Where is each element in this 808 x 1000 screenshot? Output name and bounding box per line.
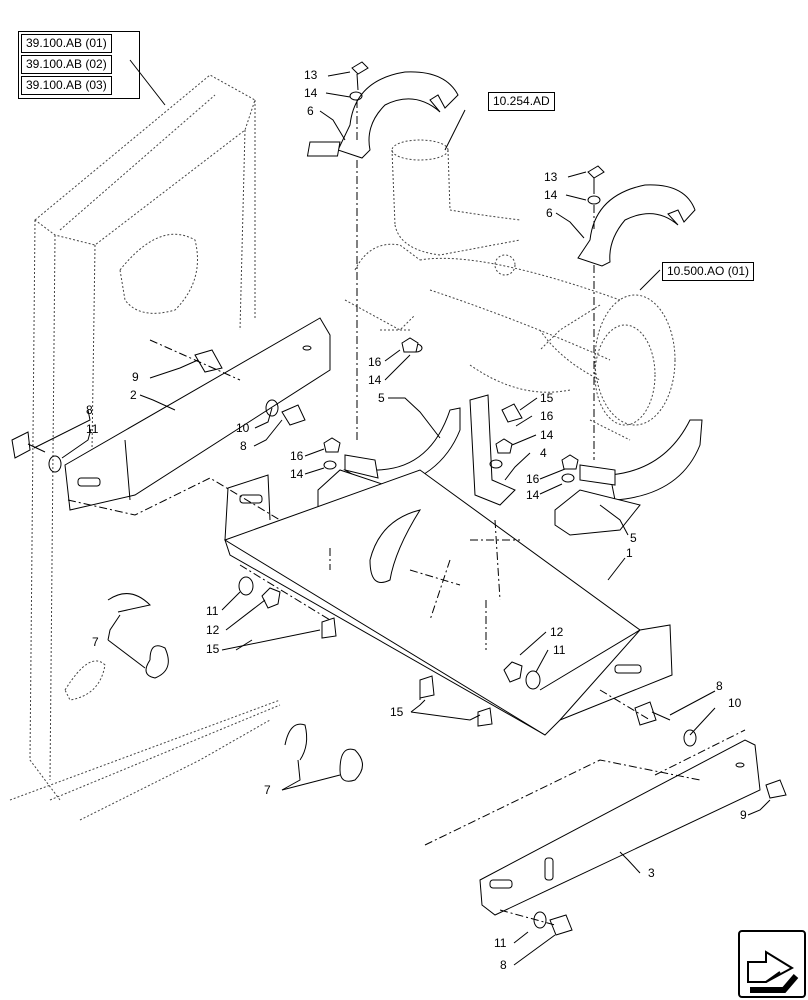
- callout-5: 5: [378, 391, 385, 405]
- reference-39-100-ab-01[interactable]: 39.100.AB (01): [21, 34, 112, 53]
- callout-8: 8: [500, 958, 507, 972]
- callout-7: 7: [264, 783, 271, 797]
- support-arm-2: [64, 317, 331, 511]
- assembly-lines: [67, 100, 746, 926]
- exhaust-pipe-outline: [344, 139, 676, 441]
- machine-frame-outline: [9, 74, 281, 821]
- callout-2: 2: [130, 388, 137, 402]
- callout-16: 16: [368, 355, 382, 369]
- callout-1: 1: [626, 546, 633, 560]
- clamp-5-right: [554, 419, 703, 536]
- callout-16: 16: [540, 409, 554, 423]
- leader-lines: [33, 59, 771, 966]
- bracket-4: [469, 394, 516, 506]
- callout-11: 11: [206, 604, 219, 618]
- callout-6: 6: [307, 104, 314, 118]
- reference-10-254-ad[interactable]: 10.254.AD: [488, 92, 555, 111]
- callout-14: 14: [368, 373, 382, 387]
- callout-3: 3: [648, 866, 655, 880]
- callout-14: 14: [526, 488, 540, 502]
- next-page-arrow-icon: [747, 950, 799, 993]
- callout-11: 11: [553, 643, 566, 657]
- clamp-6-top-left: [306, 71, 459, 159]
- callout-12: 12: [206, 623, 220, 637]
- callout-6: 6: [546, 206, 553, 220]
- callout-15: 15: [540, 391, 554, 405]
- callout-10: 10: [728, 696, 742, 710]
- callout-14: 14: [290, 467, 304, 481]
- support-arm-3: [479, 739, 761, 916]
- callout-9: 9: [740, 808, 747, 822]
- callout-12: 12: [550, 625, 564, 639]
- reference-39-100-ab-02[interactable]: 39.100.AB (02): [21, 55, 112, 74]
- hardware-washers: [48, 91, 697, 929]
- reference-10-500-ao-01[interactable]: 10.500.AO (01): [662, 262, 755, 281]
- callout-16: 16: [290, 449, 304, 463]
- reference-stack-frame: [18, 31, 140, 99]
- callout-8: 8: [240, 439, 247, 453]
- callout-11: 11: [86, 422, 99, 436]
- callout-4: 4: [540, 446, 547, 460]
- callout-9: 9: [132, 370, 139, 384]
- callout-13: 13: [544, 170, 558, 184]
- callout-11: 11: [494, 936, 507, 950]
- callout-15: 15: [206, 642, 220, 656]
- callout-10: 10: [236, 421, 250, 435]
- clamp-6-top-right: [577, 184, 696, 267]
- callout-14: 14: [540, 428, 554, 442]
- hardware-bolts: [11, 61, 787, 936]
- callout-16: 16: [526, 472, 540, 486]
- callout-8: 8: [86, 403, 93, 417]
- callout-5: 5: [630, 531, 637, 545]
- spring-clips-7: [107, 593, 363, 782]
- callout-14: 14: [544, 188, 558, 202]
- base-plate-1: [223, 469, 673, 736]
- callout-15: 15: [390, 705, 404, 719]
- reference-39-100-ab-03[interactable]: 39.100.AB (03): [21, 76, 112, 95]
- callout-14: 14: [304, 86, 318, 100]
- callout-13: 13: [304, 68, 318, 82]
- callout-7: 7: [92, 635, 99, 649]
- callout-8: 8: [716, 679, 723, 693]
- next-page-button[interactable]: [738, 930, 806, 998]
